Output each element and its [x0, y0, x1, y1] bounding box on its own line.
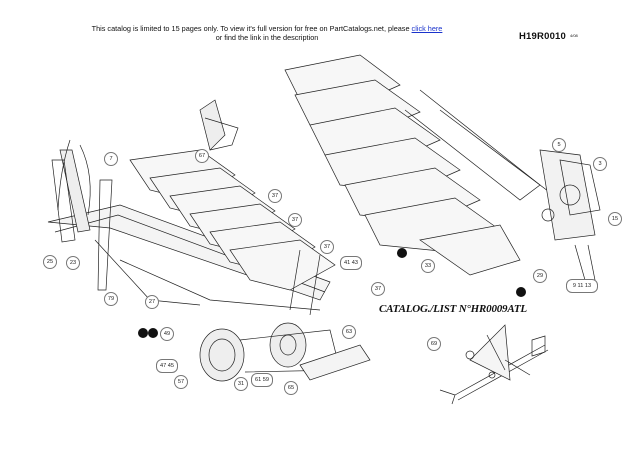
- marker-dot: [397, 248, 407, 258]
- banner-text: This catalog is limited to 15 pages only…: [91, 24, 412, 33]
- banner-text-line2: or find the link in the description: [215, 33, 319, 42]
- callout: 69: [427, 337, 441, 351]
- callout: 27: [145, 295, 159, 309]
- callout: 5: [552, 138, 566, 152]
- left-plough-bodies: [129, 99, 336, 291]
- callout: 29: [533, 269, 547, 283]
- callout: 37: [371, 282, 385, 296]
- callout: 67: [195, 149, 209, 163]
- callout: 25: [43, 255, 57, 269]
- callout: 57: [174, 375, 188, 389]
- callout: 15: [608, 212, 622, 226]
- right-headstock: [539, 149, 601, 281]
- marker-dot: [148, 328, 158, 338]
- callout: 49: [160, 327, 174, 341]
- callout: 63: [342, 325, 356, 339]
- marker-dot: [516, 287, 526, 297]
- catalog-number: CATALOG./LIST N°HR0009ATL: [379, 303, 527, 315]
- promo-banner: This catalog is limited to 15 pages only…: [62, 24, 472, 42]
- right-plough-bodies: [284, 54, 561, 276]
- click-here-link[interactable]: click here: [411, 24, 443, 33]
- callout: 9 11 13: [566, 279, 598, 293]
- marker-dot: [138, 328, 148, 338]
- depth-wheel: [199, 249, 371, 382]
- callout: 65: [284, 381, 298, 395]
- callout: 37: [268, 189, 282, 203]
- callout: 37: [320, 240, 334, 254]
- callout: 7: [104, 152, 118, 166]
- callout: 31: [234, 377, 248, 391]
- callout: 61 59: [251, 373, 273, 387]
- callout: 79: [104, 292, 118, 306]
- callout: 47 45: [156, 359, 178, 373]
- callout: 41 43: [340, 256, 362, 270]
- drawing-date: 4/08: [570, 33, 578, 38]
- callout: 3: [593, 157, 607, 171]
- callout: 23: [66, 256, 80, 270]
- detail-drawing: [439, 324, 549, 405]
- callout: 37: [288, 213, 302, 227]
- callout: 33: [421, 259, 435, 273]
- drawing-code: H19R0010: [519, 31, 567, 42]
